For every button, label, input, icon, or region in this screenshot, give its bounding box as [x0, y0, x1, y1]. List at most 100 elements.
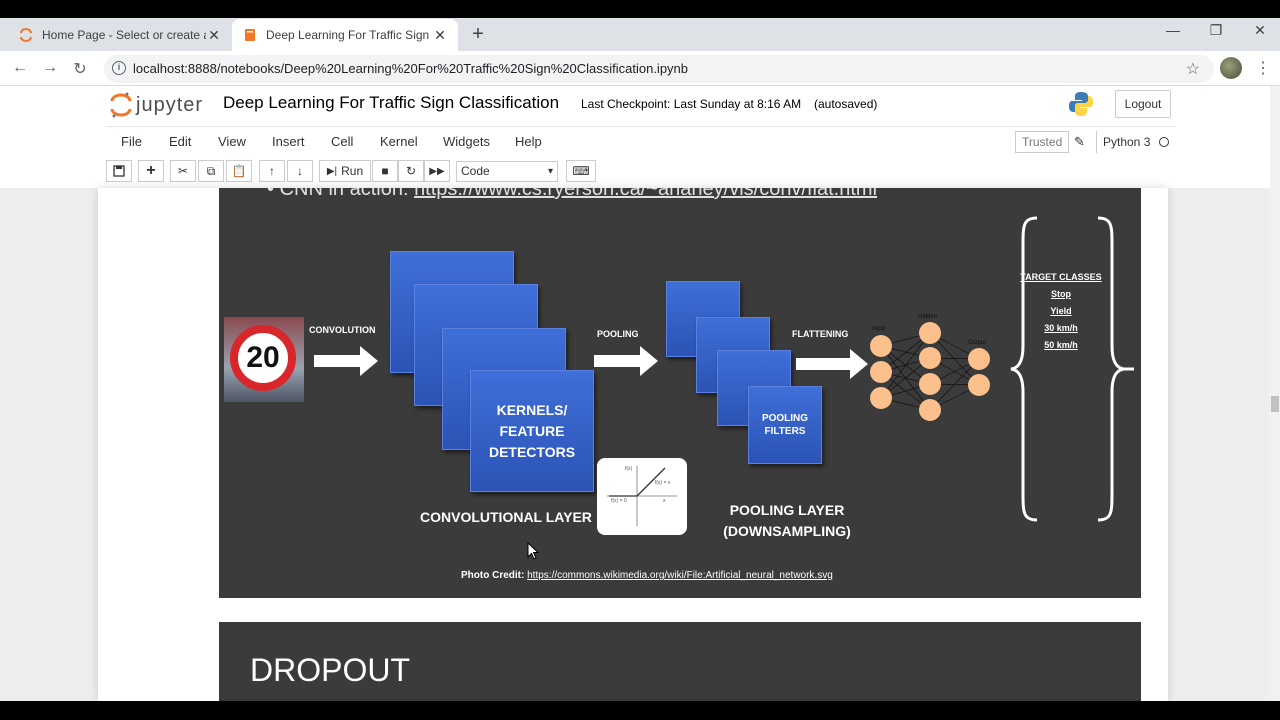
dropout-heading: DROPOUT — [250, 652, 410, 688]
pooling-filters-line2: FILTERS — [764, 426, 806, 437]
menu-widgets[interactable]: Widgets — [443, 134, 490, 149]
input-neuron — [870, 387, 892, 409]
move-up-icon[interactable]: ↑ — [259, 160, 285, 182]
menu-bar: File Edit View Insert Cell Kernel Widget… — [106, 126, 1176, 156]
photo-credit: Photo Credit: https://commons.wikimedia.… — [461, 570, 833, 581]
bookmark-star-icon[interactable]: ☆ — [1185, 61, 1200, 78]
page-scrollbar[interactable] — [1270, 86, 1280, 701]
jupyter-logo-icon — [110, 91, 132, 119]
address-bar[interactable]: i localhost:8888/notebooks/Deep%20Learni… — [104, 55, 1214, 83]
paste-icon[interactable]: 📋 — [226, 160, 252, 182]
cut-icon[interactable]: ✂ — [170, 160, 196, 182]
input-neuron — [870, 335, 892, 357]
pooling-filters-line1: POOLING — [761, 413, 809, 424]
reload-icon[interactable]: ↻ — [73, 61, 87, 78]
target-class-item: 30 km/h — [1044, 323, 1078, 333]
close-tab-icon[interactable]: ✕ — [208, 26, 220, 43]
jupyter-wordmark: jupyter — [136, 93, 204, 116]
python-logo-icon — [1068, 91, 1094, 117]
pooling-layer-line2: (DOWNSAMPLING) — [723, 523, 851, 539]
autosave-status: (autosaved) — [814, 97, 878, 111]
back-icon[interactable]: ← — [12, 59, 28, 76]
target-class-item: Stop — [1051, 289, 1071, 299]
target-class-item: 50 km/h — [1044, 340, 1078, 350]
menu-file[interactable]: File — [121, 134, 142, 149]
tab-strip — [0, 18, 1280, 51]
hidden-neuron — [919, 347, 941, 369]
tab-home[interactable]: Home Page - Select or create a n ✕ — [8, 19, 232, 51]
convolution-label: CONVOLUTION — [309, 325, 376, 335]
target-classes-list: TARGET CLASSES Stop Yield 30 km/h 50 km/… — [1015, 269, 1107, 354]
move-down-icon[interactable]: ↓ — [287, 160, 313, 182]
browser-toolbar: ← → ↻ i localhost:8888/notebooks/Deep%20… — [0, 51, 1280, 86]
hidden-neuron — [919, 399, 941, 421]
flattening-label: FLATTENING — [792, 329, 849, 339]
restore-icon[interactable]: ❐ — [1209, 22, 1223, 38]
pooling-layer-line1: POOLING LAYER — [729, 502, 845, 518]
menu-help[interactable]: Help — [515, 134, 542, 149]
kernels-line1: KERNELS/ — [496, 401, 568, 418]
copy-icon[interactable]: ⧉ — [198, 160, 224, 182]
url-text: localhost:8888/notebooks/Deep%20Learning… — [133, 61, 689, 76]
cnn-in-action-text: • CNN in action: https://www.cs.ryerson.… — [267, 188, 877, 201]
kernels-line3: DETECTORS — [488, 443, 576, 460]
output-neuron — [968, 374, 990, 396]
left-brace-icon — [1010, 216, 1038, 522]
jupyter-logo[interactable]: jupyter — [110, 91, 203, 119]
browser-menu-icon[interactable]: ⋮ — [1255, 60, 1271, 77]
menu-kernel[interactable]: Kernel — [380, 134, 418, 149]
window-close-icon[interactable]: ✕ — [1254, 22, 1266, 38]
new-tab-button[interactable]: + — [472, 23, 484, 45]
sign-number: 20 — [246, 341, 280, 374]
input-neuron — [870, 361, 892, 383]
menu-edit[interactable]: Edit — [169, 134, 192, 149]
relu-x-label: x — [663, 498, 666, 504]
checkpoint-status: Last Checkpoint: Last Sunday at 8:16 AM — [581, 97, 802, 111]
interrupt-icon[interactable]: ■ — [372, 160, 398, 182]
speed-sign: 20 — [230, 325, 296, 391]
jupyter-header: jupyter Deep Learning For Traffic Sign C… — [0, 86, 1270, 188]
cnn-link[interactable]: https://www.cs.ryerson.ca/~aharley/vis/c… — [414, 188, 878, 200]
jupyter-favicon-icon — [18, 27, 34, 43]
right-brace-icon — [1097, 216, 1134, 522]
menu-cell[interactable]: Cell — [331, 134, 354, 149]
info-icon[interactable]: i — [112, 61, 126, 75]
cell-type-value: Code — [461, 164, 490, 178]
kernel-idle-icon — [1159, 137, 1169, 147]
trusted-badge[interactable]: Trusted — [1015, 131, 1070, 153]
cell-type-select[interactable]: Code ▾ — [456, 161, 558, 182]
insert-cell-icon[interactable]: + — [138, 160, 164, 182]
pooling-label: POOLING — [597, 329, 639, 339]
tab-notebook[interactable]: Deep Learning For Traffic Sign Cl ✕ — [232, 19, 458, 51]
pooling-arrow-icon — [594, 346, 658, 376]
run-button[interactable]: ▶| Run — [319, 160, 371, 182]
logout-button[interactable]: Logout — [1115, 90, 1171, 118]
output-layer-label: Output — [968, 340, 986, 346]
minimize-icon[interactable]: — — [1166, 22, 1180, 38]
menu-insert[interactable]: Insert — [272, 134, 305, 149]
run-label: Run — [341, 164, 364, 178]
convolutional-layer-label: CONVOLUTIONAL LAYER — [420, 509, 592, 525]
restart-icon[interactable]: ↻ — [398, 160, 424, 182]
convolution-arrow-icon — [314, 346, 378, 376]
profile-avatar[interactable] — [1220, 57, 1242, 79]
dropout-slide-cell[interactable]: DROPOUT — [219, 622, 1141, 701]
keyboard-icon[interactable]: ⌨ — [566, 160, 596, 182]
credit-label: Photo Credit: — [461, 570, 525, 581]
menu-view[interactable]: View — [218, 134, 246, 149]
scrollbar-thumb[interactable] — [1271, 396, 1279, 412]
save-icon[interactable] — [106, 160, 132, 182]
notebook-title[interactable]: Deep Learning For Traffic Sign Classific… — [223, 93, 560, 112]
hidden-neuron — [919, 373, 941, 395]
edit-pencil-icon[interactable]: ✎ — [1074, 134, 1085, 149]
neural-network-diagram: Input Hidden Output — [870, 314, 990, 421]
taskbar-strip — [0, 701, 1280, 720]
traffic-sign-image: 20 — [224, 317, 304, 402]
hidden-layer-label: Hidden — [918, 314, 937, 320]
kernel-name[interactable]: Python 3 — [1096, 131, 1150, 153]
restart-run-all-icon[interactable]: ▶▶ — [424, 160, 450, 182]
close-tab-icon[interactable]: ✕ — [434, 26, 446, 43]
forward-icon[interactable]: → — [42, 59, 58, 76]
cnn-slide-cell[interactable]: • CNN in action: https://www.cs.ryerson.… — [219, 188, 1141, 598]
credit-link[interactable]: https://commons.wikimedia.org/wiki/File:… — [527, 570, 833, 581]
